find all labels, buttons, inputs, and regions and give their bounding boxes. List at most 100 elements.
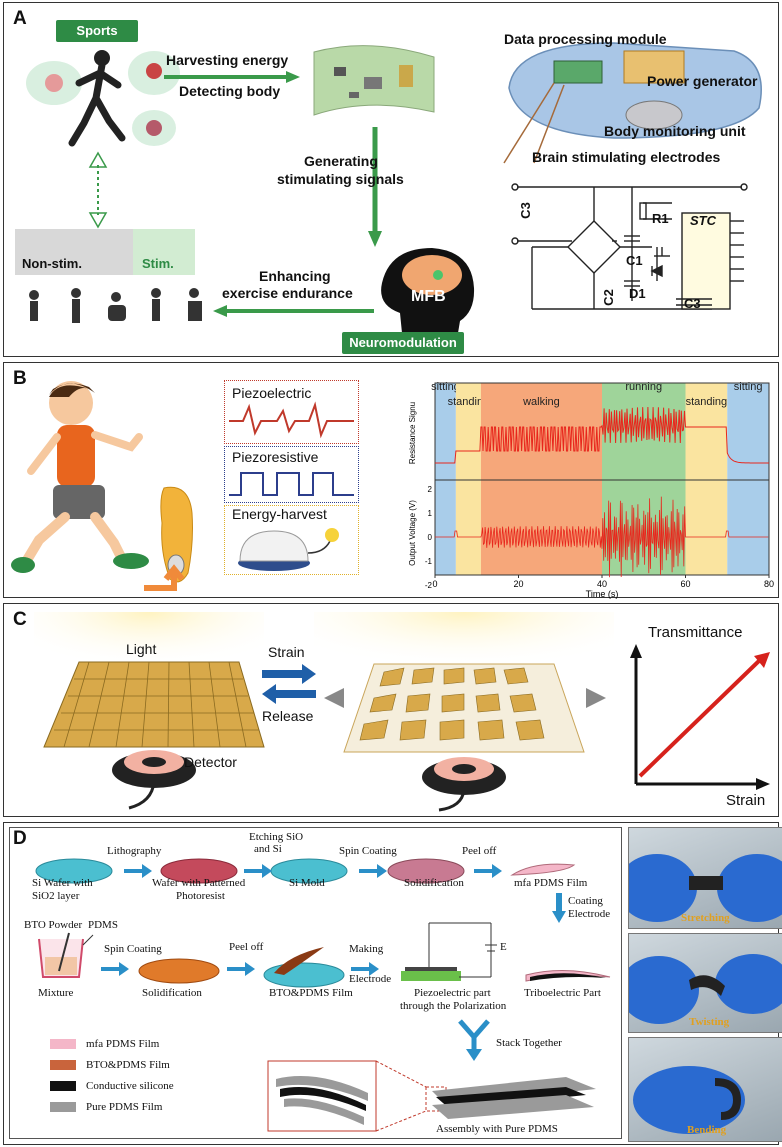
phase-band: [480, 383, 602, 575]
flexible-circuit-board: [313, 45, 435, 116]
energy-harvest-box: [224, 505, 359, 575]
panel-a-letter: A: [13, 8, 27, 29]
legend-item: BTO&PDMS Film: [50, 1056, 250, 1074]
photo-bending-label: Bending: [687, 1124, 727, 1136]
non-stim-box: [15, 229, 133, 275]
phase-label: sitting: [734, 381, 763, 393]
stim-label: Stim.: [142, 256, 174, 271]
energy-harvest-device: [238, 528, 339, 571]
phase-label: standing: [448, 396, 490, 408]
photo-stretching-label: Stretching: [681, 912, 730, 924]
bottom-y-axis-label: Output Voltage (V): [408, 500, 417, 566]
tribo-part-label: Triboelectric Part: [524, 987, 601, 999]
arrow-generate: [368, 127, 382, 247]
x-axis-label: Time (s): [586, 589, 619, 599]
transmittance-label: Transmittance: [648, 624, 743, 641]
circuit-c3b-label: C3: [684, 296, 701, 311]
transmittance-plot: [630, 644, 770, 790]
circuit-c2-label: C2: [600, 289, 616, 306]
detector-label: Detector: [184, 754, 237, 770]
flat-grid-plate: [34, 612, 265, 810]
y-tick-label: 2: [428, 485, 433, 494]
insole: [144, 486, 193, 591]
legend-label: Pure PDMS Film: [86, 1101, 163, 1113]
circuit-stc-label: STC: [690, 213, 716, 228]
harvesting-label: Harvesting energy: [166, 52, 289, 68]
brain-head: [381, 248, 475, 333]
legend-swatch: [50, 1060, 76, 1070]
y-tick-label: -2: [425, 581, 433, 590]
legend-item: mfa PDMS Film: [50, 1035, 250, 1053]
legend-label: Conductive silicone: [86, 1080, 174, 1092]
mixture-beaker: [38, 932, 94, 978]
etching-label-1: Etching SiO: [249, 831, 304, 843]
x-tick-label: 40: [597, 579, 607, 589]
photo-stretching: Stretching: [628, 827, 782, 929]
exercise-icons: [29, 288, 202, 323]
coating-label-2: Electrode: [568, 908, 611, 920]
piezoresistive-box: [224, 446, 359, 503]
spin-coating-label-1: Spin Coating: [339, 845, 397, 857]
piezoelectric-wave: [229, 401, 354, 439]
coating-label-1: Coating: [568, 895, 603, 907]
stack-arrow: [458, 1019, 490, 1061]
photo-bending: Bending: [628, 1037, 782, 1142]
brain-electrodes-label: Brain stimulating electrodes: [532, 149, 721, 165]
wafer-patterned-label-2: Photoresist: [176, 890, 225, 902]
body-monitoring-label: Body monitoring unit: [604, 123, 746, 139]
kirigami-plate: [314, 612, 614, 812]
light-label: Light: [126, 641, 157, 657]
etching-label-2: and Si: [254, 843, 282, 855]
peel-off-label-2: Peel off: [229, 941, 264, 953]
making-label-1: Making: [349, 943, 384, 955]
bto-film-label: BTO&PDMS Film: [269, 987, 353, 999]
phase-band: [435, 383, 456, 575]
detecting-label: Detecting body: [179, 83, 281, 99]
photo-twisting-label: Twisting: [689, 1016, 730, 1028]
generating-label-2: stimulating signals: [277, 171, 404, 187]
stim-box: [133, 229, 195, 275]
piezoresistive-label: Piezoresistive: [232, 449, 319, 465]
runner-figure: [26, 50, 180, 147]
photo-twisting: Twisting: [628, 933, 782, 1033]
circuit-r1-label: R1: [652, 211, 669, 226]
mfa-film-label: mfa PDMS Film: [514, 877, 588, 889]
panel-b: B Piezoelectric Piezoresistive Energy-ha…: [3, 362, 779, 599]
row1-discs: [35, 858, 576, 884]
neuromodulation-badge: Neuromodulation: [342, 332, 464, 354]
phase-band: [727, 383, 769, 575]
tribo-part: [525, 970, 611, 982]
enhancing-label-1: Enhancing: [259, 268, 331, 284]
y-tick-label: 0: [428, 533, 433, 542]
panel-b-letter: B: [13, 368, 27, 389]
polarization-setup: [401, 922, 497, 981]
bto-powder-label: BTO Powder: [24, 919, 83, 931]
cartoon-runner: [11, 381, 149, 573]
panel-d: D Si Wafer with SiO2 layer Lithography W…: [3, 822, 782, 1145]
spin-coating-label-2: Spin Coating: [104, 943, 162, 955]
phase-band: [685, 383, 728, 575]
voltage-series: [435, 496, 769, 578]
strain-arrow-label: Strain: [268, 644, 305, 660]
legend-item: Pure PDMS Film: [50, 1098, 250, 1116]
circuit-diagram: [511, 183, 748, 310]
power-generator-label: Power generator: [647, 73, 758, 89]
phase-label: sitting: [431, 381, 460, 393]
energy-harvest-label: Energy-harvest: [232, 506, 327, 522]
mixture-label: Mixture: [38, 987, 74, 999]
non-stim-label: Non-stim.: [22, 256, 82, 271]
legend-item: Conductive silicone: [50, 1077, 250, 1095]
resistance-series: [435, 406, 769, 464]
circuit-d1-label: D1: [629, 286, 646, 301]
piezo-part-label-2: through the Polarization: [400, 1000, 507, 1012]
piezoelectric-label: Piezoelectric: [232, 385, 312, 401]
y-tick-label: 1: [428, 509, 433, 518]
panel-c: C Light Detector Strain Release: [3, 603, 779, 817]
wafer-patterned-label-1: Wafer with Patterned: [152, 877, 246, 889]
legend-label: mfa PDMS Film: [86, 1038, 160, 1050]
si-wafer-label-2: SiO2 layer: [32, 890, 80, 902]
sports-badge: Sports: [56, 20, 138, 42]
circuit-c3-label: C3: [517, 202, 533, 219]
